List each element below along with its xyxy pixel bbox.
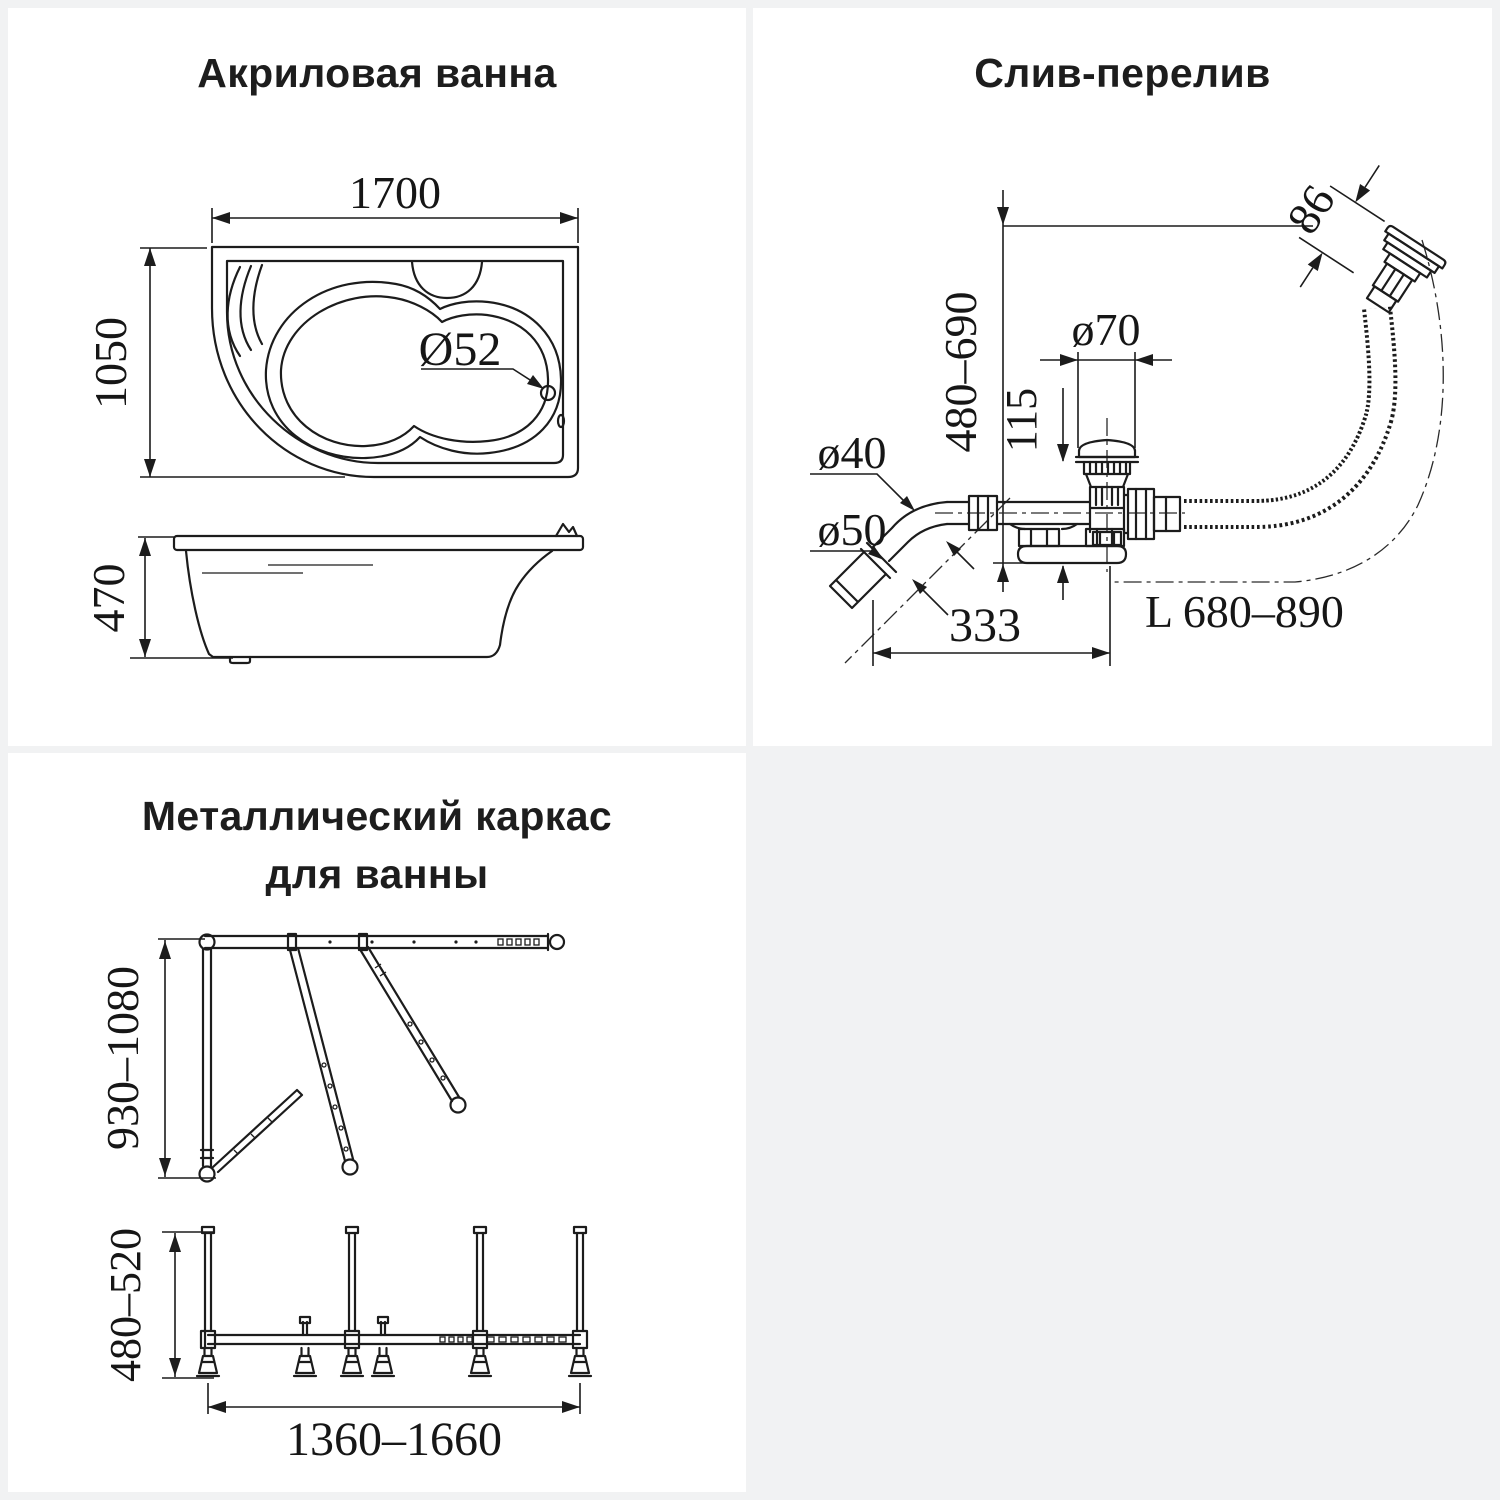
d40-label: ø40 bbox=[818, 427, 887, 478]
bathtub-drawing: Ø52 1700 1050 bbox=[83, 167, 585, 665]
drain-drawing: 480–690 86 bbox=[810, 165, 1447, 666]
drain-valve bbox=[1074, 438, 1182, 547]
length-range-label: 1360–1660 bbox=[286, 1413, 502, 1466]
frame-title-line1: Металлический каркас bbox=[141, 793, 613, 839]
drain-flange bbox=[1016, 527, 1128, 565]
dimension-cap-diameter: ø70 bbox=[1040, 304, 1172, 448]
feet bbox=[195, 1346, 593, 1378]
drain-panel: Слив-перелив 480–690 bbox=[753, 8, 1492, 746]
dimension-valve-height: 115 bbox=[997, 388, 1069, 600]
bathtub-side-view bbox=[172, 522, 585, 665]
bathtub-top-view bbox=[210, 245, 580, 479]
posts bbox=[298, 1315, 390, 1337]
dimension-stud-height: 930–1080 bbox=[97, 938, 216, 1179]
head-label: 86 bbox=[1277, 176, 1345, 242]
frame-title: Металлический каркас для ванны bbox=[8, 787, 746, 903]
frame-drawing: 930–1080 bbox=[97, 932, 593, 1466]
length-label: 1700 bbox=[349, 167, 441, 218]
dimension-height: 470 bbox=[83, 536, 233, 659]
height-range-label: 480–690 bbox=[935, 292, 986, 453]
hose-centerline bbox=[1113, 239, 1444, 583]
leg-height-label: 480–520 bbox=[101, 1228, 150, 1382]
headrest-notch bbox=[410, 260, 484, 300]
callout-d40: ø40 bbox=[810, 427, 975, 570]
frame-side-view bbox=[195, 1225, 593, 1378]
offset-label: 333 bbox=[949, 599, 1021, 652]
callout-d50: ø50 bbox=[810, 504, 949, 616]
dimension-length: 1700 bbox=[211, 167, 579, 243]
dimension-drain-diameter: Ø52 bbox=[419, 323, 544, 389]
outlet-pipe bbox=[828, 494, 1092, 610]
rail-perforation bbox=[439, 1336, 567, 1343]
bathtub-title: Акриловая ванна bbox=[197, 50, 557, 96]
dimension-leg-height: 480–520 bbox=[101, 1228, 214, 1382]
bar-perforation bbox=[328, 938, 540, 946]
dimension-length-range: 1360–1660 bbox=[207, 1383, 581, 1466]
valve-height-label: 115 bbox=[997, 388, 1046, 452]
d50-label: ø50 bbox=[818, 504, 887, 555]
frame-title-line2: для ванны bbox=[265, 851, 489, 897]
bathtub-panel: Акриловая ванна Ø52 bbox=[8, 8, 746, 746]
frame-top-view bbox=[198, 932, 566, 1183]
studs bbox=[199, 1225, 589, 1350]
spout bbox=[554, 522, 579, 538]
overflow-hole bbox=[556, 413, 566, 429]
bowl-inner bbox=[279, 295, 550, 448]
drain-title: Слив-перелив bbox=[974, 50, 1271, 96]
corrugated-hose bbox=[1184, 306, 1398, 529]
drain-diameter-label: Ø52 bbox=[419, 323, 502, 376]
width-label: 1050 bbox=[85, 317, 136, 409]
foot bbox=[228, 655, 252, 665]
cap-diameter-label: ø70 bbox=[1072, 304, 1141, 355]
hose-length-label: L 680–890 bbox=[1145, 586, 1344, 637]
frame-panel: Металлический каркас для ванны bbox=[8, 753, 746, 1492]
dimension-width: 1050 bbox=[85, 247, 345, 478]
drain-hole bbox=[539, 384, 557, 402]
height-label: 470 bbox=[83, 564, 134, 633]
armrest-arcs bbox=[226, 263, 264, 358]
overflow-head: 86 bbox=[1277, 165, 1447, 314]
dimension-offset: 333 bbox=[872, 566, 1111, 666]
bowl-outer bbox=[264, 280, 563, 460]
stud-height-label: 930–1080 bbox=[97, 966, 148, 1150]
